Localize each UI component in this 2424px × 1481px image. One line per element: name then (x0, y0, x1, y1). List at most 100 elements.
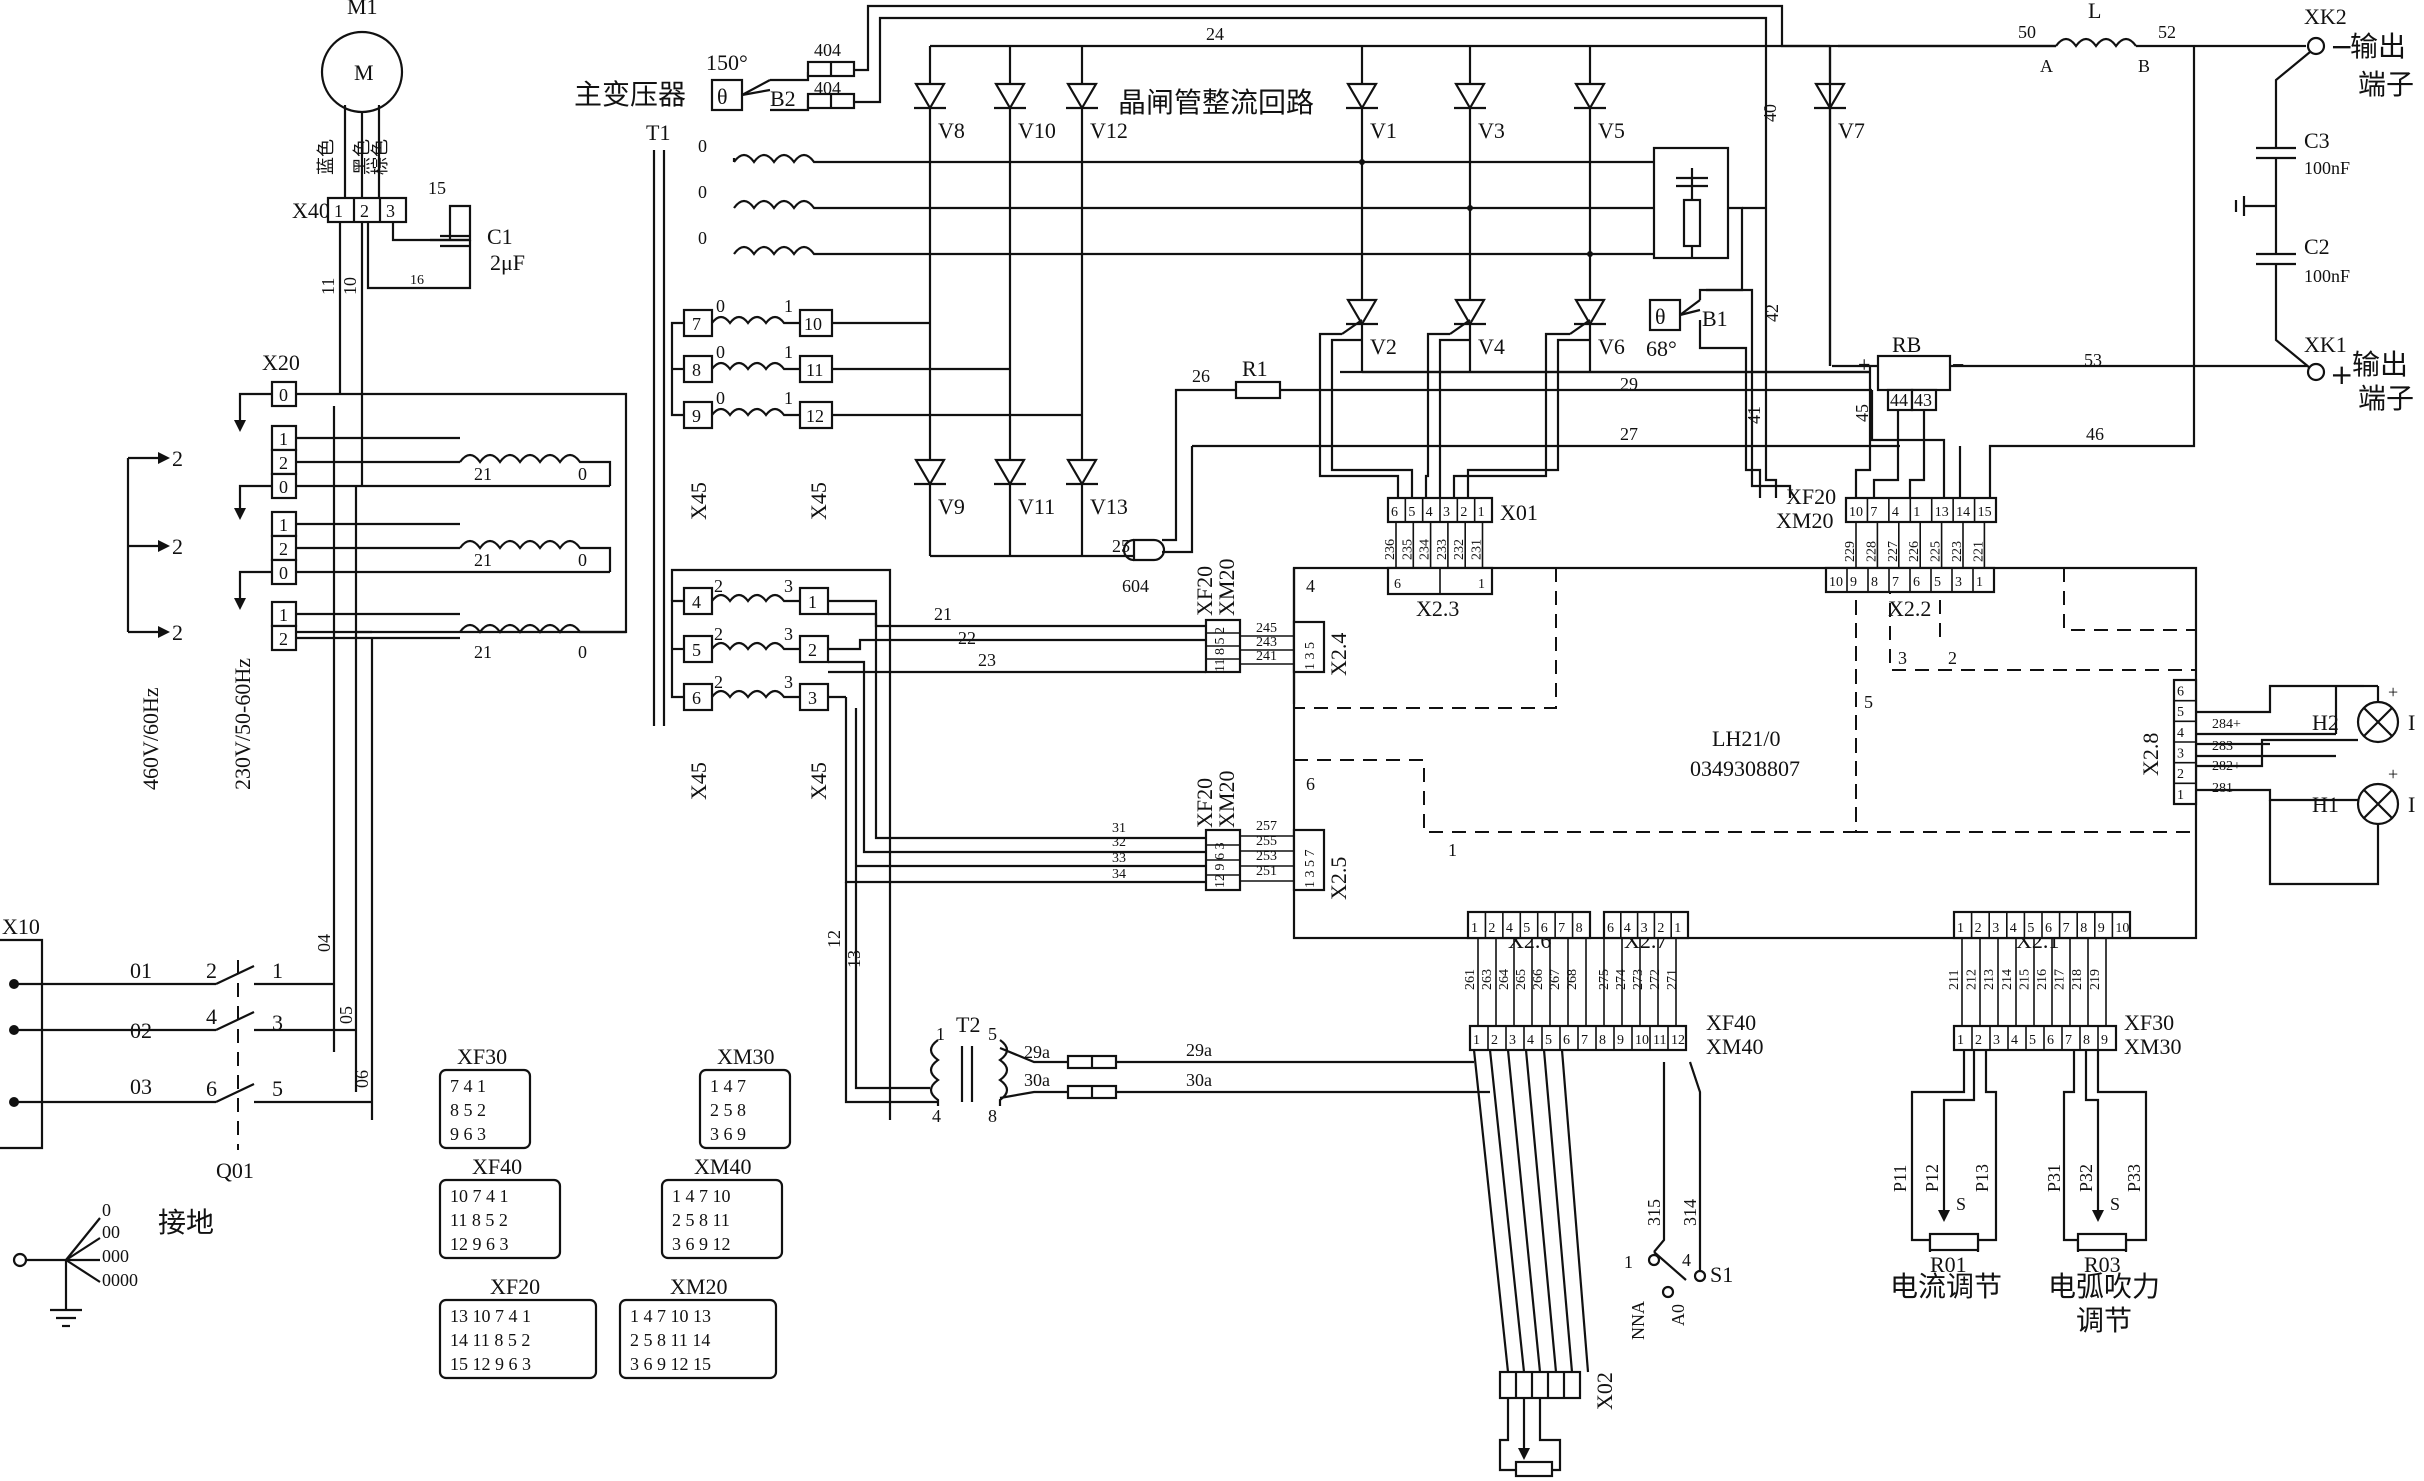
winding-tap: 1 (784, 342, 793, 362)
board-code: 0349308807 (1690, 756, 1800, 781)
strip-pin: 9 (2101, 1033, 2108, 1048)
strip-pin: 8 (2083, 1033, 2090, 1048)
wire-23: 23 (978, 650, 996, 670)
wire-52: 52 (2158, 22, 2176, 42)
wire-03: 03 (130, 1074, 152, 1099)
svg-text:−: − (1952, 352, 1964, 377)
x28-wire: 281 (2212, 781, 2233, 796)
wire-02: 02 (130, 1018, 152, 1043)
thyristor-label: V11 (1018, 494, 1055, 519)
xf20-wire: 228 (1864, 541, 1879, 562)
strip-pin: 7 (2065, 1033, 2072, 1048)
snubber-block (1652, 146, 1730, 260)
minus-sign: − (2330, 30, 2353, 63)
x10-q01-input: X10 01 02 03 2 1 4 3 6 5 Q01 04 05 06 (0, 914, 372, 1183)
x26-wire: 263 (1480, 969, 1495, 990)
strip-pin: 8 (1599, 1033, 1606, 1048)
x45-pin: 5 (692, 640, 701, 660)
x24-pins: 1 3 5 (1303, 642, 1318, 670)
strip-pin: 5 (1545, 1033, 1552, 1048)
t2-pin: 4 (932, 1106, 941, 1126)
main-board: LH21/0 0349308807 4 5 6 1 3 2 (1292, 566, 2198, 940)
q01-pin: 4 (206, 1004, 217, 1029)
wire-50: 50 (2018, 22, 2036, 42)
zone-label: 4 (1306, 576, 1315, 596)
legend-frame (438, 1298, 598, 1380)
wire-13: 13 (844, 950, 864, 968)
output-label: 输出 (2350, 30, 2406, 63)
thyristor-v10: V10 (994, 82, 1056, 143)
x24-label: X2.4 (1326, 633, 1351, 676)
c1-label: C1 (487, 224, 513, 249)
gate-wire (1452, 332, 1570, 498)
temp-68: 68° (1646, 336, 1677, 361)
x01-wire: 233 (1435, 539, 1450, 560)
strip-pin: 9 (1617, 1033, 1624, 1048)
wire-33: 33 (1112, 851, 1126, 866)
b1-label: B1 (1702, 306, 1728, 331)
thyristor-label: V5 (1598, 118, 1625, 143)
xf20-label: XF20 (1786, 484, 1836, 509)
legend-title: XF40 (472, 1154, 522, 1179)
thyristor-v11: V11 (994, 458, 1055, 519)
wire-06: 06 (352, 1070, 372, 1088)
x45-pin: 10 (804, 314, 822, 334)
zone-label: 3 (1898, 648, 1907, 668)
ground-code: 000 (102, 1246, 129, 1266)
strip-pin: 5 (1408, 505, 1415, 520)
r01-label: R01 (1930, 1252, 1967, 1277)
wire-01: 01 (130, 958, 152, 983)
strip-pin: 5 (1934, 575, 1941, 590)
output-label: 端子 (2358, 68, 2414, 101)
diode-body (914, 458, 946, 487)
voltage-460: 460V/60Hz (138, 687, 163, 790)
strip-pin: 6 (1391, 505, 1398, 520)
diode-body (1454, 82, 1486, 111)
diode-body (1346, 82, 1378, 111)
zone-label: 2 (1948, 648, 1957, 668)
thyristor-label: V1 (1370, 118, 1397, 143)
diode-body (1574, 82, 1606, 111)
h2-label: H2 (2312, 710, 2339, 735)
lamp-mark: I (2408, 792, 2415, 817)
strip-pin: 3 (1641, 921, 1648, 936)
lamp-plus: + (2388, 682, 2398, 702)
x24-strip (1292, 620, 1326, 674)
lamp-plus: + (2388, 764, 2398, 784)
strip-pin: 10 (1635, 1033, 1649, 1048)
xk1-label: XK1 (2304, 332, 2347, 357)
x25-wire: 251 (1256, 864, 1277, 879)
b2-label: B2 (770, 86, 796, 111)
wire-16: 16 (410, 273, 424, 288)
output-stage: 50 L A B 52 XK2 − 输出 端子 C3 100nF C2 100n… (1780, 0, 2414, 498)
main-transformer-label: 主变压器 (574, 78, 686, 111)
winding-tap: 0 (716, 342, 725, 362)
x26-wire: 264 (1497, 969, 1512, 990)
rb-label: RB (1892, 332, 1921, 357)
t2-pin: 8 (988, 1106, 997, 1126)
legend-title: XF20 (490, 1274, 540, 1299)
xm30-label: XM30 (2124, 1034, 2181, 1059)
x01-wire: 235 (1400, 539, 1415, 560)
svg-text:θ: θ (717, 84, 728, 109)
strip-pin: 3 (1992, 921, 1999, 936)
strip-pin: 6 (2045, 921, 2052, 936)
thyristor-v8: V8 (914, 82, 965, 143)
wire-15: 15 (428, 178, 446, 198)
r03-title: 调节 (2076, 1304, 2132, 1337)
thyristor-label: V9 (938, 494, 965, 519)
thyristor-label: V2 (1370, 334, 1397, 359)
x23-strip (1386, 566, 1494, 596)
c3-value: 100nF (2304, 158, 2350, 178)
strip-pin: 1 (1674, 921, 1681, 936)
x24-wire: 245 (1256, 621, 1277, 636)
strip-pin: 7 (1892, 575, 1899, 590)
strip-pin: 12 (1671, 1033, 1685, 1048)
